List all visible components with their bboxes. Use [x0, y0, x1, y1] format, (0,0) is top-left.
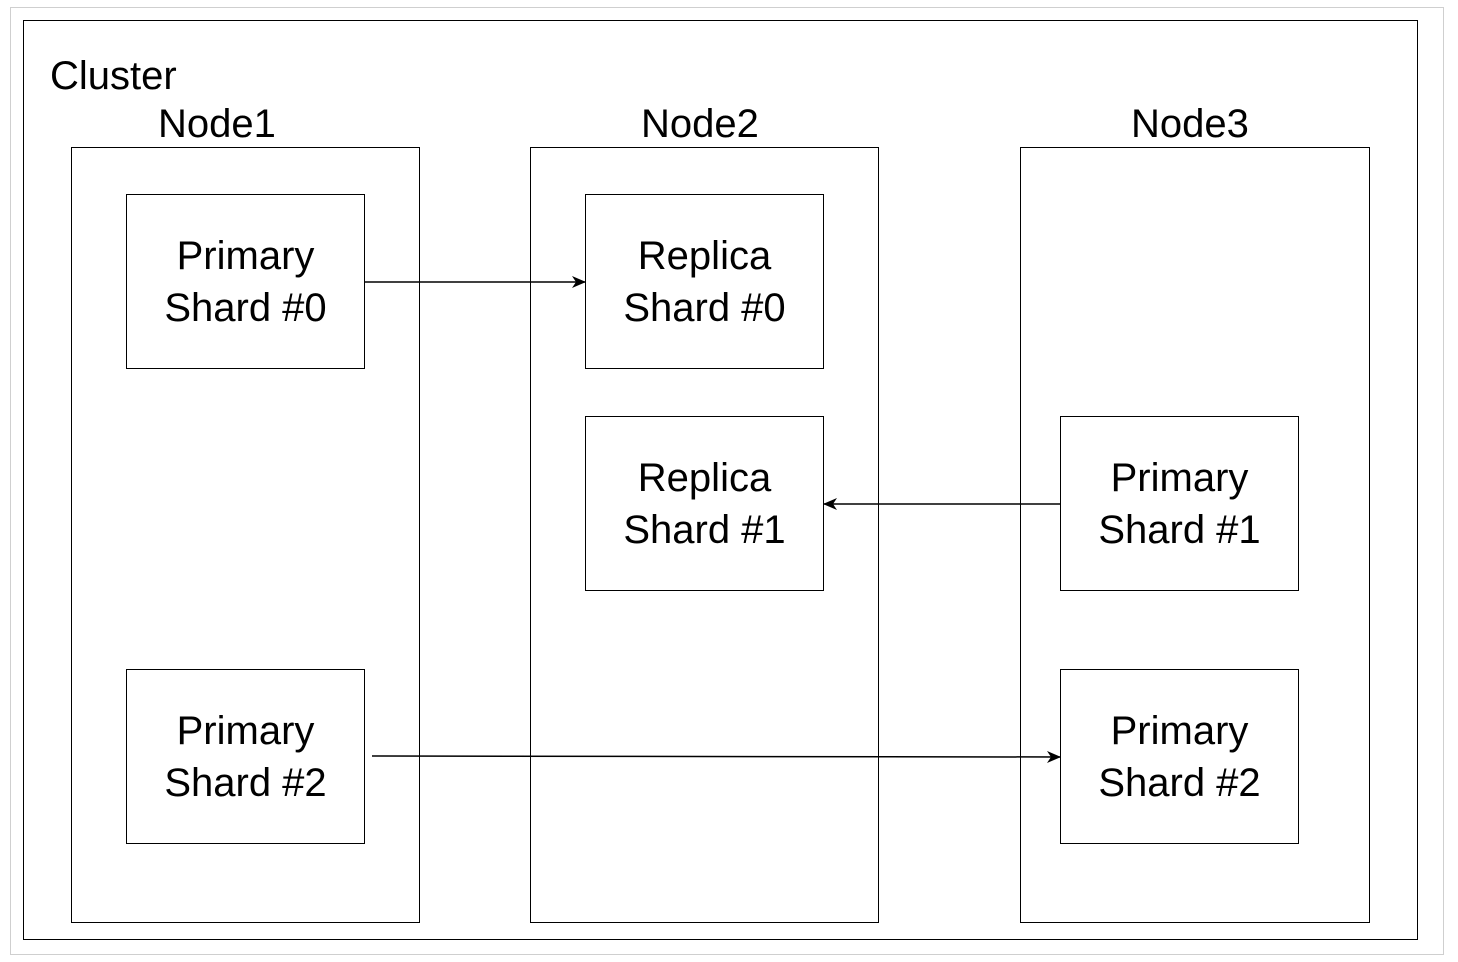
cluster-container: [23, 20, 1418, 940]
cluster-label: Cluster: [50, 54, 177, 98]
shard-id-label: Shard #0: [623, 285, 786, 330]
node2-replica-shard-1: Replica Shard #1: [585, 416, 824, 591]
node3-primary-shard-1: Primary Shard #1: [1060, 416, 1299, 591]
shard-type-label: Primary: [176, 708, 315, 753]
node2-replica-shard-0: Replica Shard #0: [585, 194, 824, 369]
node1-primary-shard-2: Primary Shard #2: [126, 669, 365, 844]
node1-container: [71, 147, 420, 923]
shard-id-label: Shard #1: [1098, 507, 1261, 552]
node1-primary-shard-0: Primary Shard #0: [126, 194, 365, 369]
shard-id-label: Shard #2: [164, 760, 327, 805]
shard-type-label: Replica: [637, 233, 772, 278]
node3-primary-shard-2: Primary Shard #2: [1060, 669, 1299, 844]
node1-label: Node1: [158, 102, 276, 146]
diagram-frame: [10, 7, 1444, 955]
node2-container: [530, 147, 879, 923]
shard-type-label: Replica: [637, 455, 772, 500]
shard-type-label: Primary: [176, 233, 315, 278]
shard-type-label: Primary: [1110, 455, 1249, 500]
node3-container: [1020, 147, 1370, 923]
shard-id-label: Shard #0: [164, 285, 327, 330]
node3-label: Node3: [1131, 102, 1249, 146]
node2-label: Node2: [641, 102, 759, 146]
shard-type-label: Primary: [1110, 708, 1249, 753]
shard-id-label: Shard #2: [1098, 760, 1261, 805]
shard-id-label: Shard #1: [623, 507, 786, 552]
